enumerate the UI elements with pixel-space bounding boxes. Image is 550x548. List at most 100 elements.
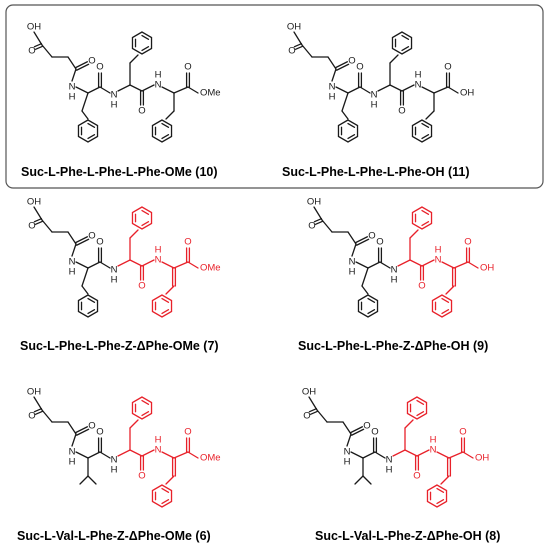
bond-line	[440, 475, 450, 485]
amide-n-label: N	[329, 82, 336, 93]
amide-n-label: N	[344, 447, 351, 458]
bond-line	[129, 449, 143, 457]
bond-line	[161, 261, 175, 269]
bond-line	[346, 433, 352, 447]
bond-line	[362, 451, 376, 459]
benzene-ring	[131, 31, 153, 55]
bond-line	[445, 285, 455, 295]
carbonyl-o-label: O	[138, 281, 145, 292]
aromatic-bond	[161, 297, 170, 303]
bond-line	[425, 110, 435, 120]
amide-n-label: N	[111, 455, 118, 466]
carbonyl-o-label: O	[413, 471, 420, 482]
amide-h-label: H	[155, 245, 162, 256]
bond-line	[74, 61, 89, 69]
bond-line	[409, 229, 419, 239]
amide-n-label: N	[155, 445, 162, 456]
compound-label-9: Suc-L-Phe-L-Phe-Z-ΔPhe-OH (9)	[298, 339, 488, 353]
bond-line	[351, 243, 357, 257]
bond-line	[379, 261, 391, 269]
bond-line	[129, 229, 139, 239]
aromatic-bond	[401, 34, 410, 40]
bond-line	[41, 44, 53, 58]
bond-line	[342, 421, 352, 435]
bond-line	[367, 261, 381, 269]
aromatic-bond	[161, 309, 170, 315]
bond-line	[361, 285, 369, 295]
bond-line	[165, 110, 175, 120]
bond-line	[355, 261, 369, 269]
aromatic-bond	[141, 46, 150, 52]
bond-line	[294, 45, 304, 50]
aromatic-bond	[87, 134, 96, 140]
bond-line	[34, 220, 44, 225]
carbonyl-o-label: O	[459, 427, 466, 438]
bond-line	[401, 84, 415, 92]
amide-h-label: H	[111, 100, 118, 111]
bond-line	[117, 84, 131, 92]
carbonyl-o-label: O	[88, 421, 95, 432]
amide-n-label: N	[349, 257, 356, 268]
amide-h-label: H	[430, 435, 437, 446]
amide-h-label: H	[371, 100, 378, 111]
bond-line	[187, 451, 199, 459]
acid-oh-label: OH	[27, 22, 41, 33]
bond-line	[377, 84, 391, 92]
carbonyl-o-label: O	[96, 237, 103, 248]
bond-line	[374, 451, 386, 459]
bond-line	[350, 451, 364, 459]
compound-label-8: Suc-L-Val-L-Phe-Z-ΔPhe-OH (8)	[315, 529, 500, 543]
aromatic-bond	[441, 309, 450, 315]
bond-line	[41, 409, 53, 423]
carbonyl-o-label: O	[418, 281, 425, 292]
bond-line	[441, 261, 455, 269]
amide-n-label: N	[415, 80, 422, 91]
amide-h-label: H	[111, 465, 118, 476]
bond-line	[187, 261, 199, 269]
aromatic-bond	[161, 122, 170, 128]
carbonyl-o-label: O	[28, 411, 35, 422]
aromatic-bond	[347, 134, 356, 140]
aromatic-bond	[416, 399, 425, 405]
bond-line	[347, 86, 361, 94]
benzene-ring	[391, 31, 413, 55]
aromatic-bond	[347, 122, 356, 128]
bond-line	[34, 410, 44, 415]
bond-line	[81, 267, 89, 287]
amide-n-label: N	[371, 90, 378, 101]
amide-n-label: N	[69, 447, 76, 458]
bond-line	[416, 449, 430, 457]
bond-line	[433, 86, 449, 94]
bond-line	[74, 236, 89, 244]
bond-line	[421, 86, 435, 94]
bond-line	[347, 231, 357, 245]
aromatic-bond	[161, 134, 170, 140]
bond-line	[74, 426, 89, 434]
amide-n-label: N	[155, 80, 162, 91]
acid-oh-label: OH	[307, 197, 321, 208]
aromatic-bond	[161, 487, 170, 493]
bond-line	[34, 45, 44, 50]
bond-line	[341, 110, 349, 120]
bond-line	[117, 259, 131, 267]
bond-line	[421, 259, 435, 267]
bond-line	[129, 419, 139, 429]
acid-oh-label: OH	[287, 22, 301, 33]
bond-line	[87, 475, 97, 485]
aromatic-bond	[367, 309, 376, 315]
bond-line	[313, 218, 323, 223]
bond-line	[404, 449, 418, 457]
aromatic-bond	[436, 499, 445, 505]
bond-line	[99, 451, 111, 459]
carbonyl-o-label: O	[303, 411, 310, 422]
aromatic-bond	[421, 221, 430, 227]
bond-line	[87, 261, 101, 269]
acid-oh-label: OH	[475, 453, 489, 464]
benzene-ring	[426, 484, 448, 508]
carbonyl-o-label: O	[464, 237, 471, 248]
bond-line	[33, 206, 43, 221]
